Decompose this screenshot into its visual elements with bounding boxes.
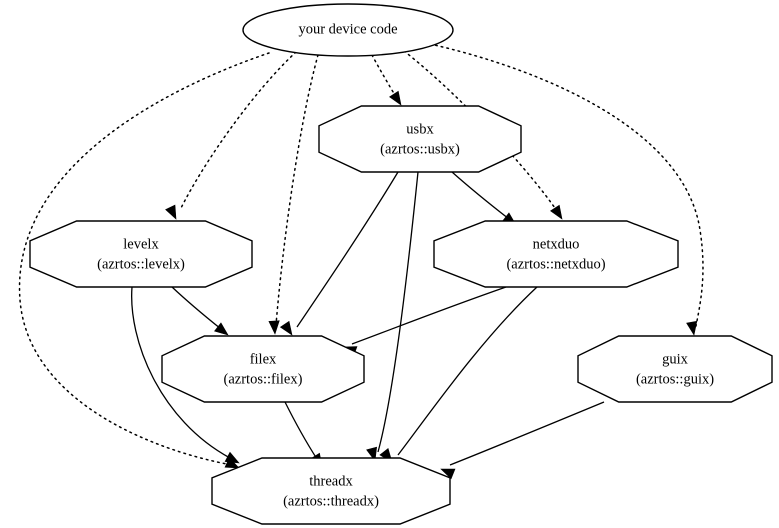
edge-line bbox=[131, 286, 231, 459]
node-label-secondary: (azrtos::filex) bbox=[224, 371, 303, 387]
edge-levelx-to-filex bbox=[171, 286, 229, 336]
edge-arrowhead bbox=[686, 320, 698, 336]
edge-usbx-to-threadx bbox=[366, 171, 419, 462]
edge-line bbox=[296, 171, 399, 328]
node-label-primary: guix bbox=[662, 351, 689, 367]
edge-device-to-filex bbox=[268, 54, 319, 335]
node-netxduo[interactable]: netxduo(azrtos::netxduo) bbox=[433, 220, 679, 288]
node-label-primary: filex bbox=[250, 351, 277, 367]
node-label-primary: netxduo bbox=[533, 236, 580, 252]
node-filex[interactable]: filex(azrtos::filex) bbox=[161, 335, 365, 403]
edge-guix-to-threadx bbox=[440, 401, 605, 480]
node-shape-ellipse bbox=[242, 3, 454, 57]
node-label-secondary: (azrtos::threadx) bbox=[283, 493, 379, 509]
edge-arrowhead bbox=[440, 468, 456, 480]
edge-filex-to-threadx bbox=[284, 401, 323, 468]
edge-arrowhead bbox=[279, 320, 293, 336]
node-label-secondary: (azrtos::netxduo) bbox=[506, 256, 605, 272]
node-guix[interactable]: guix(azrtos::guix) bbox=[577, 335, 773, 403]
node-label-primary: your device code bbox=[298, 21, 397, 37]
edge-usbx-to-netxduo bbox=[451, 171, 517, 226]
edge-device-to-levelx bbox=[165, 51, 297, 220]
edge-line bbox=[171, 286, 222, 330]
edge-line bbox=[429, 43, 704, 327]
edge-arrowhead bbox=[224, 451, 240, 464]
node-label-primary: levelx bbox=[123, 236, 159, 252]
edge-line bbox=[451, 171, 510, 220]
node-label-secondary: (azrtos::guix) bbox=[636, 371, 714, 387]
edge-arrowhead bbox=[214, 322, 229, 336]
edge-device-to-netxduo bbox=[403, 50, 563, 220]
edge-line bbox=[18, 52, 270, 466]
node-label-primary: usbx bbox=[406, 121, 434, 137]
node-usbx[interactable]: usbx(azrtos::usbx) bbox=[318, 105, 522, 173]
edge-arrowhead bbox=[165, 204, 177, 220]
node-label-secondary: (azrtos::usbx) bbox=[380, 141, 460, 157]
node-shape-octagon bbox=[29, 220, 253, 288]
node-label-secondary: (azrtos::levelx) bbox=[97, 256, 185, 272]
edge-line bbox=[377, 171, 419, 453]
node-shape-octagon bbox=[161, 335, 365, 403]
node-shape-octagon bbox=[211, 457, 451, 525]
node-shape-octagon bbox=[318, 105, 522, 173]
node-label-primary: threadx bbox=[309, 473, 353, 489]
node-shape-octagon bbox=[577, 335, 773, 403]
edge-usbx-to-filex bbox=[279, 171, 399, 336]
edge-line bbox=[371, 54, 397, 98]
edge-arrowhead bbox=[268, 320, 280, 335]
edge-line bbox=[179, 51, 297, 211]
node-threadx[interactable]: threadx(azrtos::threadx) bbox=[211, 457, 451, 525]
node-levelx[interactable]: levelx(azrtos::levelx) bbox=[29, 220, 253, 288]
edge-arrowhead bbox=[389, 90, 402, 106]
edge-line bbox=[275, 54, 319, 326]
edge-netxduo-to-threadx bbox=[379, 286, 538, 463]
edge-device-to-guix bbox=[429, 43, 704, 336]
edge-levelx-to-threadx bbox=[131, 286, 240, 464]
edge-arrowhead bbox=[550, 204, 563, 220]
node-device[interactable]: your device code bbox=[242, 3, 454, 57]
edges-layer bbox=[18, 43, 704, 480]
edge-line bbox=[284, 401, 318, 460]
edge-device-to-usbx bbox=[371, 54, 402, 106]
edge-line bbox=[449, 401, 605, 466]
node-shape-octagon bbox=[433, 220, 679, 288]
edge-line bbox=[397, 286, 538, 456]
edge-line bbox=[351, 286, 507, 345]
nodes-layer: your device codeusbx(azrtos::usbx)levelx… bbox=[29, 3, 773, 525]
